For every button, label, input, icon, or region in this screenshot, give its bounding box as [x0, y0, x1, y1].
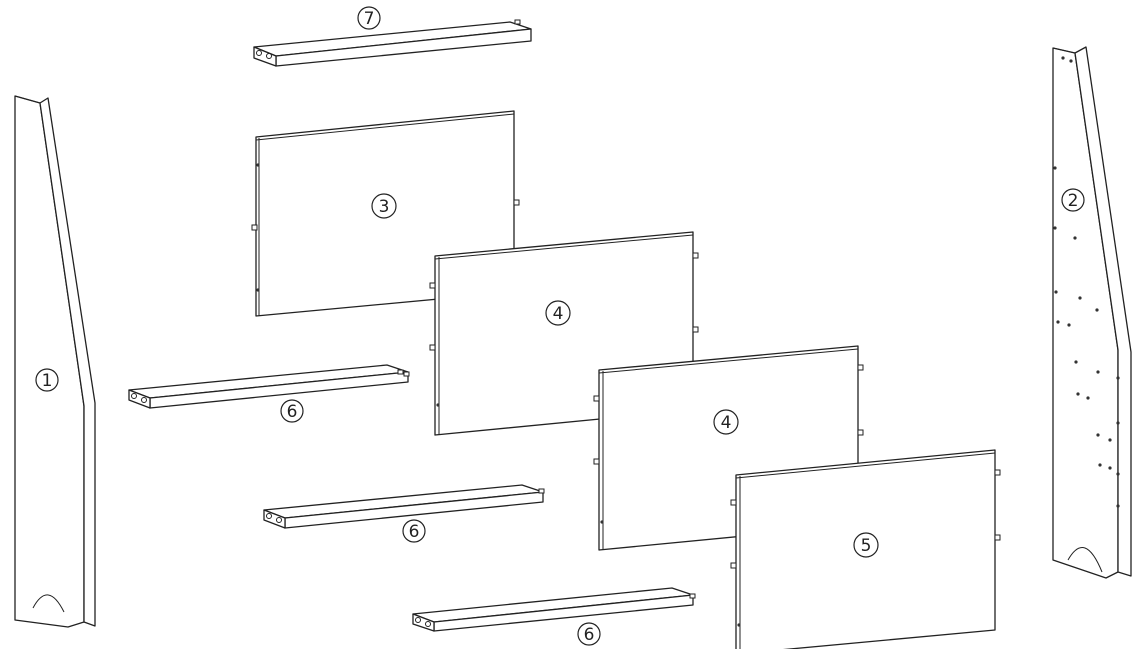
hole-pattern [1053, 56, 1120, 508]
svg-text:4: 4 [721, 413, 732, 433]
part-number-badge: 3 [371, 193, 397, 219]
cross-rail: 6 [263, 484, 545, 543]
svg-text:1: 1 [42, 371, 53, 391]
part-number-badge: 4 [545, 300, 571, 326]
svg-text:6: 6 [287, 402, 298, 422]
top-rail: 7 [253, 6, 532, 67]
svg-text:7: 7 [364, 9, 375, 29]
part-number-badge: 5 [853, 532, 879, 558]
svg-text:5: 5 [861, 536, 872, 556]
part-number-badge: 6 [402, 519, 426, 543]
part-number-badge: 6 [577, 622, 601, 646]
part-number-badge: 2 [1061, 188, 1085, 212]
part-number-badge: 6 [280, 399, 304, 423]
front-panel: 5 [730, 449, 1001, 649]
cross-rail: 6 [412, 587, 696, 646]
part-number-badge: 1 [35, 368, 59, 392]
part-number-badge: 7 [357, 6, 381, 30]
svg-text:6: 6 [584, 625, 595, 645]
cross-rail: 6 [128, 364, 410, 423]
svg-text:4: 4 [553, 304, 564, 324]
svg-text:6: 6 [409, 522, 420, 542]
side-panel-right: 2 [1052, 46, 1132, 579]
side-panel-left: 1 [14, 95, 96, 628]
svg-text:3: 3 [379, 197, 390, 217]
svg-text:2: 2 [1068, 191, 1079, 211]
part-number-badge: 4 [713, 409, 739, 435]
